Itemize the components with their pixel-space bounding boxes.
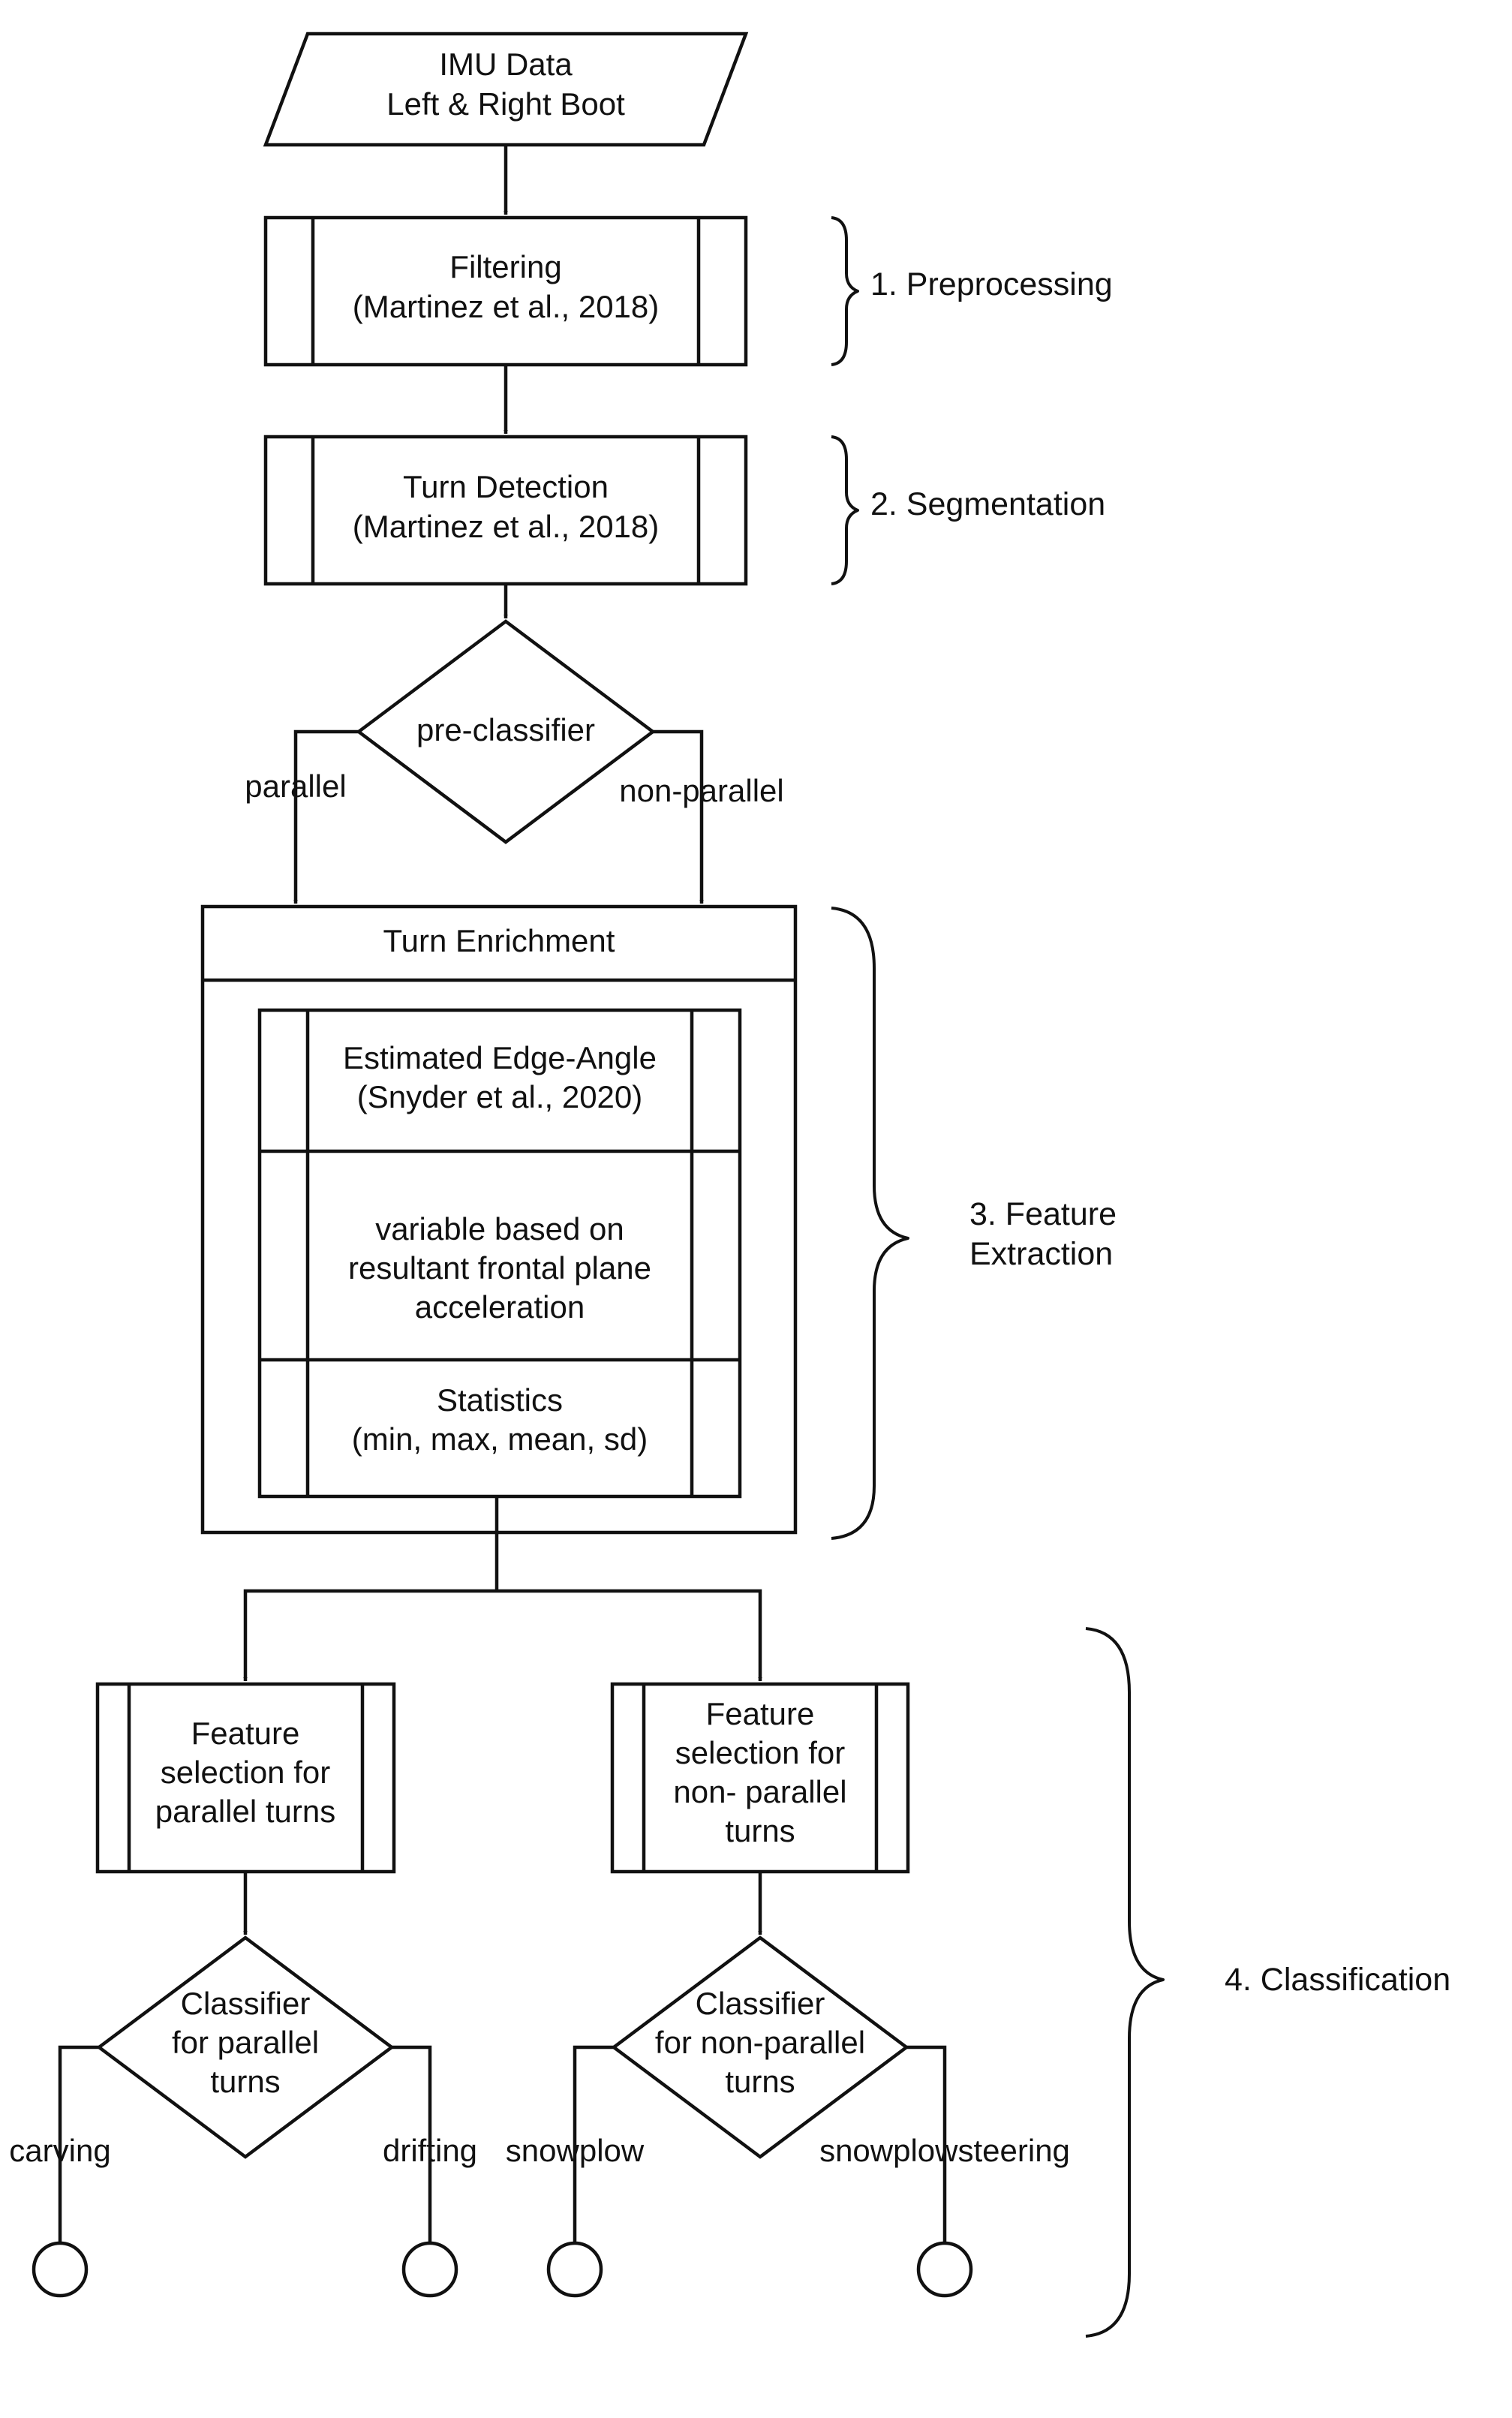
- turn-detection-line2: (Martinez et al., 2018): [353, 509, 660, 544]
- statistics-line1: Statistics: [437, 1382, 563, 1418]
- feature-parallel-line2: selection for: [161, 1755, 330, 1790]
- edge-label-drifting: drifting: [383, 2133, 477, 2168]
- filtering-line2: (Martinez et al., 2018): [353, 289, 660, 324]
- classifier-nonparallel-node: Classifier for non-parallel turns: [611, 1935, 909, 2159]
- feature-extraction-line1: 3. Feature: [969, 1196, 1117, 1232]
- pre-classifier-node: pre-classifier: [356, 619, 656, 844]
- edge-label-non-parallel: non-parallel: [619, 773, 783, 808]
- edge-angle-block: Estimated Edge-Angle (Snyder et al., 202…: [343, 1040, 657, 1114]
- imu-data-line1: IMU Data: [439, 47, 573, 82]
- branch-snowplow: [573, 2045, 614, 2244]
- turn-detection-node: Turn Detection (Martinez et al., 2018): [263, 435, 748, 586]
- branch-carving: [58, 2045, 99, 2244]
- end-snowplow-circle: [546, 2241, 603, 2298]
- end-carving-circle: [32, 2241, 89, 2298]
- turn-enrichment-title: Turn Enrichment: [383, 923, 615, 958]
- edge-angle-line1: Estimated Edge-Angle: [343, 1040, 657, 1075]
- feature-nonparallel-line3: non- parallel: [673, 1774, 846, 1809]
- branch-drifting: [392, 2045, 432, 2244]
- classifier-nonparallel-line2: for non-parallel: [655, 2025, 865, 2060]
- feature-parallel-line1: Feature: [191, 1716, 300, 1751]
- branch-parallel: [293, 729, 359, 904]
- segmentation-brace: [831, 435, 859, 585]
- segmentation-label: 2. Segmentation: [870, 486, 1105, 522]
- stage-segmentation: 2. Segmentation: [831, 435, 1105, 585]
- statistics-line2: (min, max, mean, sd): [352, 1421, 648, 1457]
- classifier-nonparallel-line3: turns: [725, 2064, 795, 2099]
- imu-data-line2: Left & Right Boot: [386, 86, 625, 122]
- arrow-to-feature-nonparallel: [497, 1589, 762, 1682]
- imu-data-node: IMU Data Left & Right Boot: [263, 32, 749, 147]
- feature-selection-parallel-node: Feature selection for parallel turns: [95, 1682, 396, 1874]
- turn-detection-line1: Turn Detection: [403, 469, 609, 504]
- end-drifting-circle: [401, 2241, 458, 2298]
- feature-selection-nonparallel-node: Feature selection for non- parallel turn…: [610, 1682, 910, 1874]
- end-snowplowsteering-circle: [916, 2241, 973, 2298]
- variable-line1: variable based on: [375, 1211, 624, 1247]
- frontal-plane-variable-block: variable based on resultant frontal plan…: [348, 1211, 651, 1325]
- branch-snowplowsteering: [906, 2045, 947, 2244]
- classifier-nonparallel-line1: Classifier: [696, 1986, 825, 2021]
- variable-line2: resultant frontal plane: [348, 1250, 651, 1286]
- classifier-parallel-line3: turns: [210, 2064, 280, 2099]
- feature-nonparallel-line1: Feature: [706, 1696, 815, 1731]
- edge-label-snowplow: snowplow: [506, 2133, 645, 2168]
- classifier-parallel-node: Classifier for parallel turns: [96, 1935, 395, 2159]
- edge-label-parallel: parallel: [245, 768, 346, 804]
- pre-classifier-label: pre-classifier: [416, 712, 595, 747]
- feature-nonparallel-line4: turns: [725, 1813, 795, 1848]
- stage-classification: 4. Classification: [1085, 1627, 1450, 2338]
- feature-parallel-line3: parallel turns: [155, 1794, 335, 1829]
- branch-non-parallel: [653, 729, 704, 904]
- edge-label-carving: carving: [9, 2133, 110, 2168]
- feature-extraction-brace: [831, 907, 909, 1540]
- filtering-node: Filtering (Martinez et al., 2018): [263, 215, 748, 367]
- variable-line3: acceleration: [415, 1289, 585, 1325]
- stage-feature-extraction: 3. Feature Extraction: [831, 907, 1117, 1540]
- classification-brace: [1085, 1627, 1165, 2338]
- classifier-parallel-line1: Classifier: [181, 1986, 311, 2021]
- preprocessing-label: 1. Preprocessing: [870, 266, 1113, 302]
- classifier-parallel-line2: for parallel: [172, 2025, 319, 2060]
- feature-extraction-line2: Extraction: [969, 1236, 1113, 1272]
- arrow-to-feature-parallel: [243, 1589, 497, 1682]
- classification-label: 4. Classification: [1225, 1962, 1450, 1998]
- turn-enrichment-node: Turn Enrichment Estimated Edge-Angle (Sn…: [200, 904, 798, 1535]
- statistics-block: Statistics (min, max, mean, sd): [352, 1382, 648, 1457]
- edge-label-snowplowsteering: snowplowsteering: [819, 2133, 1070, 2168]
- filtering-line1: Filtering: [449, 249, 561, 284]
- feature-nonparallel-line2: selection for: [675, 1735, 845, 1770]
- preprocessing-brace: [831, 216, 859, 366]
- edge-angle-line2: (Snyder et al., 2020): [357, 1079, 643, 1114]
- stage-preprocessing: 1. Preprocessing: [831, 216, 1113, 366]
